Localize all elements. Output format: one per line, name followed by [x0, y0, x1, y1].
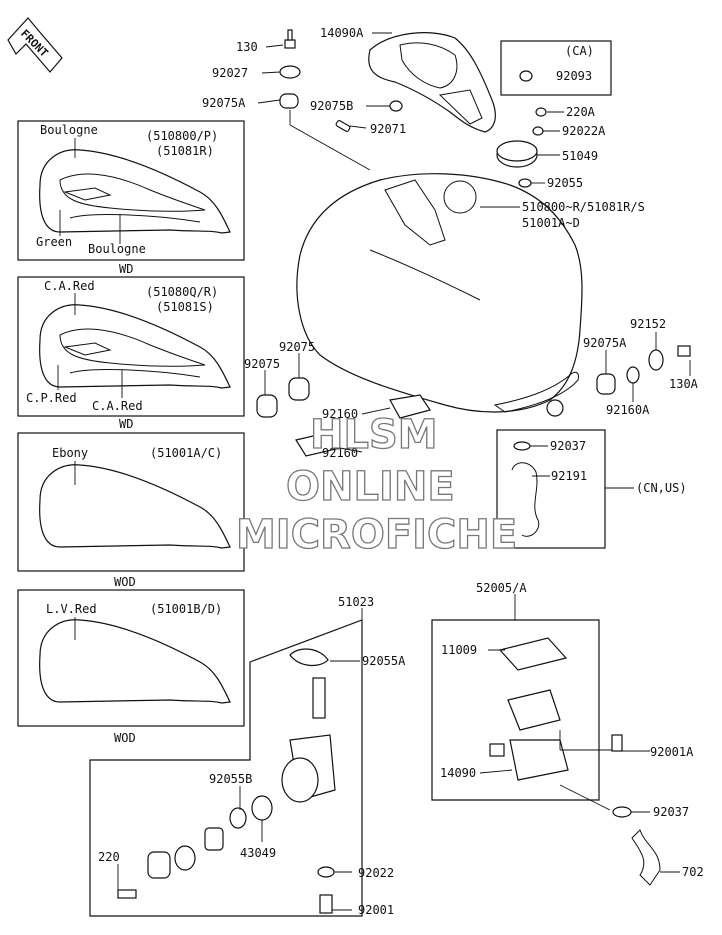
bolt-130a: [677, 345, 691, 357]
label-14090a: 14090A: [320, 26, 364, 40]
part-labels: 130 92027 92075A 14090A 92075B 92071 (CA…: [98, 26, 704, 917]
damper-92075a-right: [596, 373, 616, 395]
variant-2-code-a: (51080Q/R): [146, 285, 218, 299]
variant-panel-1: Boulogne Green Boulogne (510800/P) (5108…: [17, 120, 245, 276]
variant-1-left-label: Green: [36, 235, 72, 249]
label-92160-b: 92160: [322, 446, 358, 460]
variant-2-left-label: C.P.Red: [26, 391, 77, 405]
bolt-130: [284, 29, 296, 49]
damper-92075a-top: [279, 93, 299, 109]
variant-4-code: (51001B/D): [150, 602, 222, 616]
label-92191: 92191: [551, 469, 587, 483]
watermark-line-3: MICROFICHE: [236, 512, 517, 558]
label-92022: 92022: [358, 866, 394, 880]
watermark: HLSM ONLINE MICROFICHE: [235, 411, 518, 558]
variant-panel-4: L.V.Red (51001B/D) WOD: [17, 589, 245, 745]
label-cn-us: (CN,US): [636, 481, 687, 495]
fuel-pump-box: [431, 619, 600, 801]
label-51080: 510800~R/51081R/S: [522, 200, 645, 214]
label-92071: 92071: [370, 122, 406, 136]
label-92160a: 92160A: [606, 403, 650, 417]
collar-92160a: [626, 366, 640, 384]
bracket-92160-a: [389, 394, 431, 419]
gas-cap-51049: [496, 140, 538, 168]
label-51001: 51001A~D: [522, 216, 580, 230]
label-92160-a: 92160: [322, 407, 358, 421]
watermark-line-2: ONLINE: [286, 464, 455, 510]
label-92055: 92055: [547, 176, 583, 190]
label-92075a-top: 92075A: [202, 96, 246, 110]
label-11009: 11009: [441, 643, 477, 657]
variant-1-top-label: Boulogne: [40, 123, 98, 137]
variant-1-right-label: Boulogne: [88, 242, 146, 256]
cn-us-box: [496, 429, 606, 549]
label-220a: 220A: [566, 105, 596, 119]
label-92001: 92001: [358, 903, 394, 917]
label-92037-a: 92037: [550, 439, 586, 453]
label-92022a: 92022A: [562, 124, 606, 138]
band-92055: [518, 178, 532, 188]
grommet-92093-box: [500, 40, 612, 96]
label-92075b: 92075B: [310, 99, 353, 113]
label-92093: 92093: [556, 69, 592, 83]
damper-92075b: [389, 100, 403, 112]
leader-lines: [117, 32, 691, 911]
variant-1-caption: WD: [119, 262, 133, 276]
variant-3-top-label: Ebony: [52, 446, 88, 460]
label-14090: 14090: [440, 766, 476, 780]
label-92075-a: 92075: [244, 357, 280, 371]
fuel-cock-box: [89, 619, 363, 917]
variant-panel-2: C.A.Red C.P.Red C.A.Red (51080Q/R) (5108…: [17, 276, 245, 431]
label-52005: 52005/A: [476, 581, 527, 595]
label-92027: 92027: [212, 66, 248, 80]
variant-3-caption: WOD: [114, 575, 136, 589]
label-130: 130: [236, 40, 258, 54]
label-92055b: 92055B: [209, 772, 252, 786]
bolt-92001a: [611, 734, 623, 752]
label-702: 702: [682, 865, 704, 879]
variant-2-caption: WD: [119, 417, 133, 431]
variant-2-top-label: C.A.Red: [44, 279, 95, 293]
label-51023: 51023: [338, 595, 374, 609]
washer-92022a: [532, 126, 544, 136]
label-51049: 51049: [562, 149, 598, 163]
variant-panel-3: Ebony (51001A/C) WOD: [17, 432, 245, 589]
washer-92027: [279, 65, 301, 79]
label-43049: 43049: [240, 846, 276, 860]
variant-1-code-b: (51081R): [156, 144, 214, 158]
pin-92071: [335, 120, 351, 132]
variant-3-code: (51001A/C): [150, 446, 222, 460]
label-92001a: 92001A: [650, 745, 694, 759]
label-130a: 130A: [669, 377, 699, 391]
front-arrow-icon: FRONT: [7, 17, 63, 73]
washer-92152: [648, 349, 664, 371]
variant-2-right-label: C.A.Red: [92, 399, 143, 413]
variant-2-code-b: (51081S): [156, 300, 214, 314]
label-92055a: 92055A: [362, 654, 406, 668]
label-92037-b: 92037: [653, 805, 689, 819]
tank-cover-14090a: [368, 32, 496, 133]
variant-4-top-label: L.V.Red: [46, 602, 97, 616]
label-92152: 92152: [630, 317, 666, 331]
label-92075a-right: 92075A: [583, 336, 627, 350]
label-220: 220: [98, 850, 120, 864]
variant-4-caption: WOD: [114, 731, 136, 745]
damper-92075-b: [288, 377, 310, 401]
label-92075-b: 92075: [279, 340, 315, 354]
screw-220a: [535, 107, 547, 117]
variant-1-code-a: (510800/P): [146, 129, 218, 143]
watermark-line-1: HLSM: [310, 412, 438, 458]
label-ca: (CA): [565, 44, 594, 58]
fuel-tank: [296, 173, 583, 417]
damper-92075-a: [256, 394, 278, 418]
